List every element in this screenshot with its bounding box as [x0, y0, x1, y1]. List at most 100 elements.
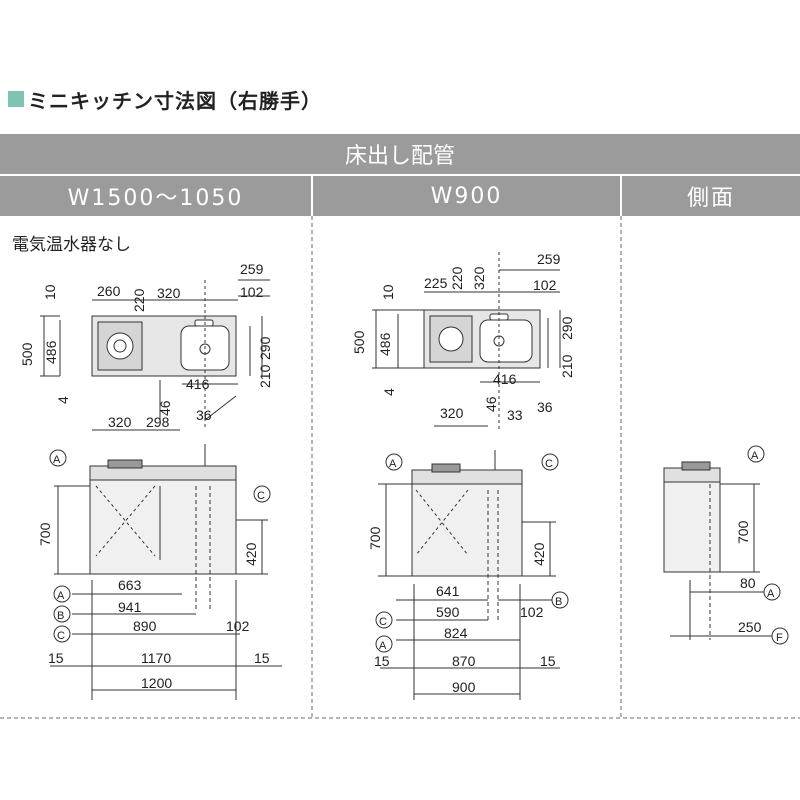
dim-label: 102	[520, 604, 544, 620]
dim-label: 1200	[141, 675, 172, 691]
dim-label: 824	[444, 625, 468, 641]
marker-a-icon	[747, 445, 765, 463]
marker-a-icon	[763, 583, 781, 601]
front-view-left	[50, 444, 282, 700]
dim-label: 700	[735, 520, 751, 544]
header-side-view: 側面	[622, 176, 800, 216]
dim-label: 641	[436, 583, 460, 599]
dim-label: 80	[740, 575, 756, 591]
dim-label: 416	[186, 376, 210, 392]
dim-label: 700	[367, 526, 383, 550]
plan-left-labels: 10 260 220 320 259 102 500 486 290 210 4…	[19, 261, 273, 430]
sink-mid	[479, 319, 533, 363]
cabinet-mid	[411, 469, 523, 577]
dim-label: 36	[196, 407, 212, 423]
marker-label: C	[545, 458, 553, 470]
dim-label: 10	[42, 284, 58, 300]
dim-label: 250	[738, 619, 762, 635]
header-w1500-1050: W1500〜1050	[0, 176, 311, 216]
dim-label: 416	[493, 371, 517, 387]
burner-left	[106, 332, 134, 360]
dim-label: 259	[240, 261, 264, 277]
dim-label: 700	[37, 522, 53, 546]
marker-c-icon	[53, 625, 71, 643]
diagram-title: ミニキッチン寸法図（右勝手）	[8, 86, 322, 113]
marker-label: A	[767, 588, 775, 600]
dim-label: 320	[108, 414, 132, 430]
faucet-left	[194, 319, 214, 327]
marker-c-icon	[253, 485, 271, 503]
dim-label: 225	[424, 275, 448, 291]
dim-label: 15	[48, 650, 64, 666]
front-view-mid	[378, 450, 560, 700]
side-labels: A A F 700 80 250	[735, 445, 789, 645]
dim-label: 33	[507, 407, 523, 423]
marker-a-icon	[53, 585, 71, 603]
dim-label: 320	[471, 266, 487, 290]
marker-label: A	[57, 590, 65, 602]
marker-b-icon	[53, 605, 71, 623]
dim-label: 260	[97, 283, 121, 299]
dim-label: 15	[254, 650, 270, 666]
marker-a-icon	[375, 635, 393, 653]
dim-label: 46	[157, 400, 173, 416]
dim-label: 220	[131, 288, 147, 312]
marker-a-icon	[49, 449, 67, 467]
cabinet-side	[663, 467, 721, 573]
marker-label: B	[57, 610, 64, 622]
marker-label: A	[53, 454, 61, 466]
marker-c-icon	[375, 611, 393, 629]
marker-label: A	[751, 450, 759, 462]
dim-label: 259	[537, 251, 561, 267]
dim-label: 4	[55, 396, 71, 404]
marker-label: C	[379, 616, 387, 628]
dim-label: 290	[559, 316, 575, 340]
table-header: 床出し配管 W1500〜1050 W900 側面	[0, 134, 800, 216]
dim-label: 220	[449, 266, 465, 290]
dim-label: 663	[118, 577, 142, 593]
dim-label: 486	[377, 332, 393, 356]
cabinet-left	[89, 465, 237, 575]
dim-label: 941	[118, 599, 142, 615]
dim-label: 210	[559, 354, 575, 378]
dim-label: 486	[43, 340, 59, 364]
dim-label: 15	[540, 653, 556, 669]
dim-label: 320	[440, 405, 464, 421]
dim-label: 320	[157, 285, 181, 301]
marker-label: C	[57, 630, 65, 642]
burner-mid	[438, 326, 464, 352]
marker-label: A	[389, 458, 397, 470]
dim-label: 298	[146, 414, 170, 430]
dim-label: 10	[380, 284, 396, 300]
dim-label: 900	[452, 679, 476, 695]
header-w900: W900	[313, 176, 620, 216]
dim-label: 102	[533, 277, 557, 293]
dim-label: 15	[374, 653, 390, 669]
marker-f-icon	[771, 627, 789, 645]
dim-label: 1170	[141, 650, 171, 666]
dim-label: 590	[436, 604, 460, 620]
dim-label: 500	[19, 342, 35, 366]
dim-label: 210	[257, 364, 273, 388]
marker-label: C	[257, 490, 265, 502]
marker-label: A	[379, 640, 387, 652]
dim-label: 420	[243, 542, 259, 566]
dim-label: 890	[133, 618, 157, 634]
title-text: ミニキッチン寸法図（右勝手）	[28, 88, 322, 113]
marker-c-icon	[541, 453, 559, 471]
dim-label: 420	[531, 542, 547, 566]
front-mid-labels: A C B C A 700 420 641 590 102 824 15 870…	[367, 453, 569, 695]
marker-label: B	[555, 596, 562, 608]
dim-label: 4	[381, 388, 397, 396]
burner-inner-left	[113, 339, 127, 353]
dim-label: 102	[226, 618, 250, 634]
dim-label: 290	[257, 336, 273, 360]
marker-a-icon	[385, 453, 403, 471]
dim-label: 870	[452, 653, 476, 669]
note-no-water-heater: 電気温水器なし	[12, 235, 131, 254]
marker-label: F	[776, 632, 783, 644]
plan-view-mid	[372, 252, 561, 430]
dim-label: 46	[483, 396, 499, 412]
dim-label: 36	[537, 399, 553, 415]
